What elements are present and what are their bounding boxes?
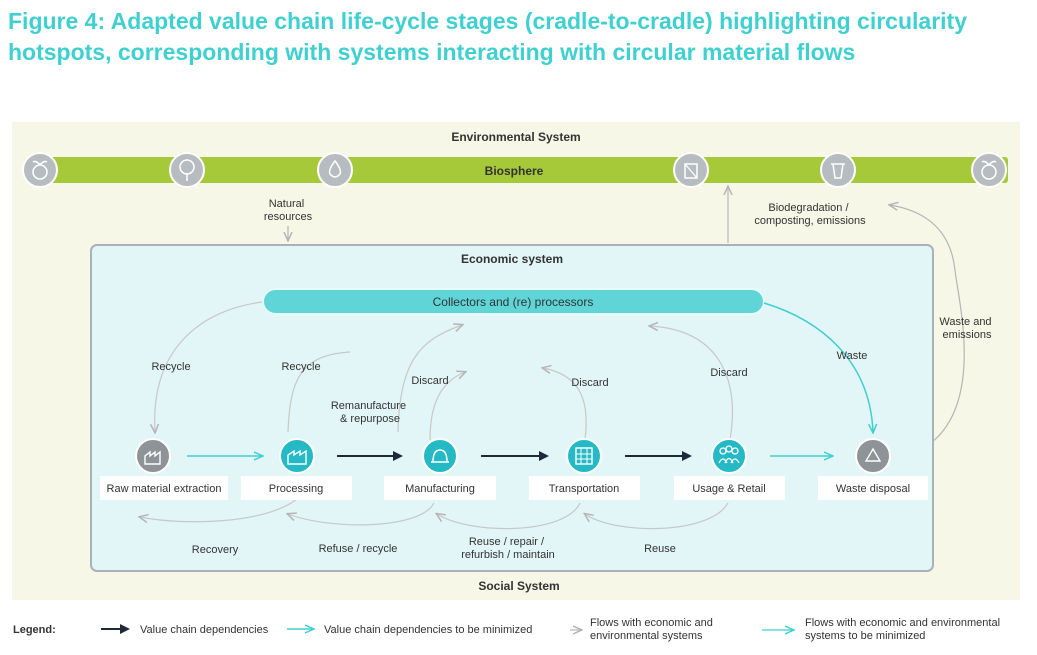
stage-label-raw-material: Raw material extraction (107, 483, 222, 495)
economic-system-label: Economic system (461, 252, 563, 266)
stage-box (241, 476, 352, 500)
tree-icon (169, 152, 205, 188)
recycle-label: Recycle (151, 361, 190, 373)
waste-emissions-label: Waste and emissions (939, 316, 994, 341)
natural-resources-label: Natural resources (264, 198, 313, 223)
recovery-label: Recovery (192, 544, 239, 556)
collectors-bar (262, 288, 765, 315)
reuse-label: Reuse (644, 543, 676, 555)
stage-box (100, 476, 228, 500)
biosphere-label: Biosphere (485, 164, 544, 178)
stage-label-usage-retail: Usage & Retail (692, 483, 765, 495)
refuse-recycle-label: Refuse / recycle (319, 543, 398, 555)
globe-plant-icon (22, 152, 58, 188)
legend-item: Value chain dependencies (140, 624, 269, 636)
legend-label: Legend: (13, 624, 56, 636)
biosphere-bar (28, 157, 1008, 183)
water-drop-icon (317, 152, 353, 188)
legend-item: Value chain dependencies to be minimized (324, 624, 532, 636)
recycle-icon (855, 438, 891, 474)
remanufacture-label: Remanufacture & repurpose (331, 400, 409, 425)
legend-item: Flows with economic and environmental sy… (590, 617, 716, 642)
factory-icon (279, 438, 315, 474)
environmental-system-label: Environmental System (451, 130, 580, 144)
reuse-repair-label: Reuse / repair / refurbish / maintain (461, 536, 555, 561)
stage-label-processing: Processing (269, 483, 323, 495)
stage-box (818, 476, 928, 500)
bottle-icon (673, 152, 709, 188)
stage-label-manufacturing: Manufacturing (405, 483, 475, 495)
waste-emissions-arrow (890, 205, 965, 454)
building-icon (566, 438, 602, 474)
hard-hat-icon (422, 438, 458, 474)
people-icon (711, 438, 747, 474)
waste-flow-arrow (763, 302, 873, 432)
stage-box (384, 476, 496, 500)
collectors-label: Collectors and (re) processors (433, 295, 594, 309)
legend-item: Flows with economic and environmental sy… (805, 617, 1003, 642)
stage-label-transportation: Transportation (549, 483, 620, 495)
social-system-label: Social System (478, 579, 559, 593)
discard-label: Discard (411, 375, 448, 387)
stage-label-waste-disposal: Waste disposal (836, 483, 910, 495)
factory-icon (135, 438, 171, 474)
biodegradation-label: Biodegradation / composting, emissions (754, 202, 866, 227)
discard-label: Discard (571, 377, 608, 389)
recycle-label: Recycle (281, 361, 320, 373)
figure-title: Figure 4: Adapted value chain life-cycle… (8, 8, 967, 65)
waste-label: Waste (837, 350, 868, 362)
stage-box (674, 476, 785, 500)
circular-flows (140, 301, 733, 530)
discard-label: Discard (710, 367, 747, 379)
stage-box (529, 476, 640, 500)
bin-icon (820, 152, 856, 188)
globe-plant-icon (971, 152, 1007, 188)
